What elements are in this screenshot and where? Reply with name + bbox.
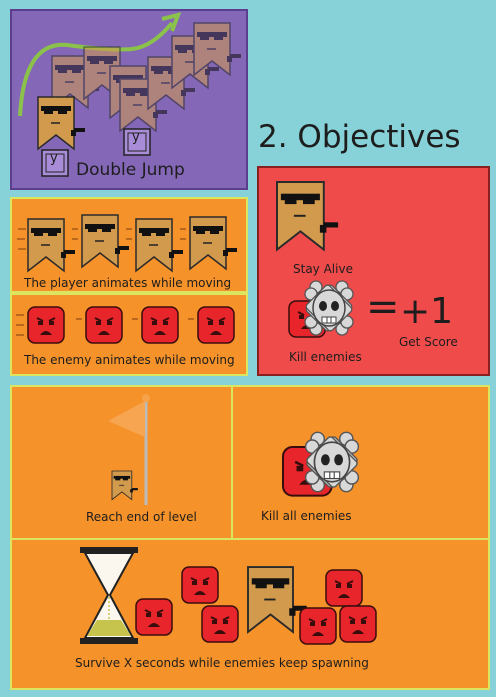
reach-end-label: Reach end of level: [86, 510, 197, 524]
kill-enemies-label: Kill enemies: [289, 350, 362, 364]
y-key-label: y: [132, 130, 140, 145]
plus-one-score: +1: [400, 291, 454, 332]
y-key-icon: [123, 128, 151, 156]
get-score-label: Get Score: [399, 335, 458, 349]
kill-all-label: Kill all enemies: [261, 509, 352, 523]
y-key-icon: [41, 149, 69, 177]
player-animation-frames: [17, 214, 238, 272]
hourglass-icon: [80, 547, 138, 644]
equals-sign: =: [366, 284, 400, 330]
y-key-label: y: [50, 151, 58, 166]
enemy-animates-panel: The enemy animates while moving: [10, 293, 248, 376]
player-animates-label: The player animates while moving: [24, 276, 232, 290]
enemy-animates-label: The enemy animates while moving: [24, 353, 235, 367]
double-jump-panel: y y Double Jump: [10, 9, 248, 190]
stay-alive-label: Stay Alive: [293, 262, 353, 276]
win-conditions-panel: Reach end of level Kill all enemies Su: [10, 385, 490, 690]
enemy-animation-frames: [16, 306, 235, 344]
survive-label: Survive X seconds while enemies keep spa…: [75, 656, 369, 670]
kill-all-section: Kill all enemies: [233, 387, 488, 540]
player-animates-panel: The player animates while moving: [10, 197, 248, 293]
level-flag-illustration: [108, 394, 150, 505]
reach-end-section: Reach end of level: [12, 387, 233, 540]
objectives-panel: Stay Alive Kill enemies = +1 Get Score: [257, 166, 490, 376]
survive-illustration: [80, 547, 377, 645]
double-jump-label: Double Jump: [76, 160, 185, 180]
objectives-heading: 2. Objectives: [258, 119, 461, 155]
flag-icon: [108, 394, 150, 505]
double-jump-illustration: [18, 12, 242, 177]
survive-section: Survive X seconds while enemies keep spa…: [12, 542, 488, 688]
